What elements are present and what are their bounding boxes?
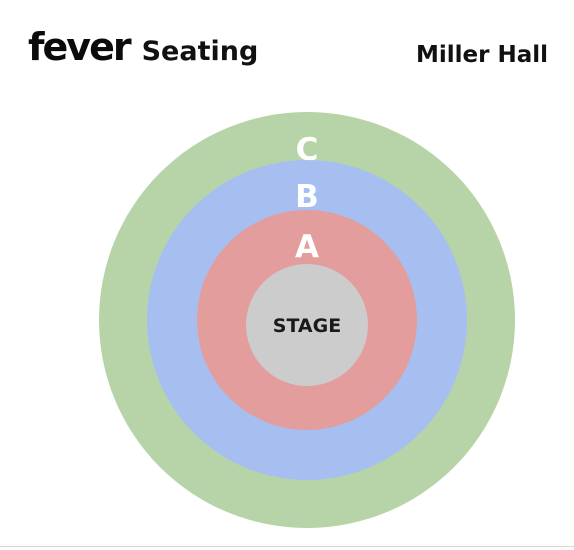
bottom-divider — [0, 546, 574, 547]
zone-c-label: C — [296, 132, 319, 168]
fever-logo[interactable]: fever — [28, 25, 132, 69]
brand: fever Seating — [28, 28, 258, 66]
zone-b-label: B — [295, 179, 319, 215]
zone-a-label: A — [295, 229, 319, 265]
venue-name: Miller Hall — [415, 42, 548, 68]
stage-label: STAGE — [273, 315, 341, 337]
stage-circle — [246, 264, 368, 386]
stage: STAGE — [246, 264, 368, 386]
section-title: Seating — [141, 36, 259, 67]
header: fever Seating Miller Hall — [0, 0, 574, 100]
